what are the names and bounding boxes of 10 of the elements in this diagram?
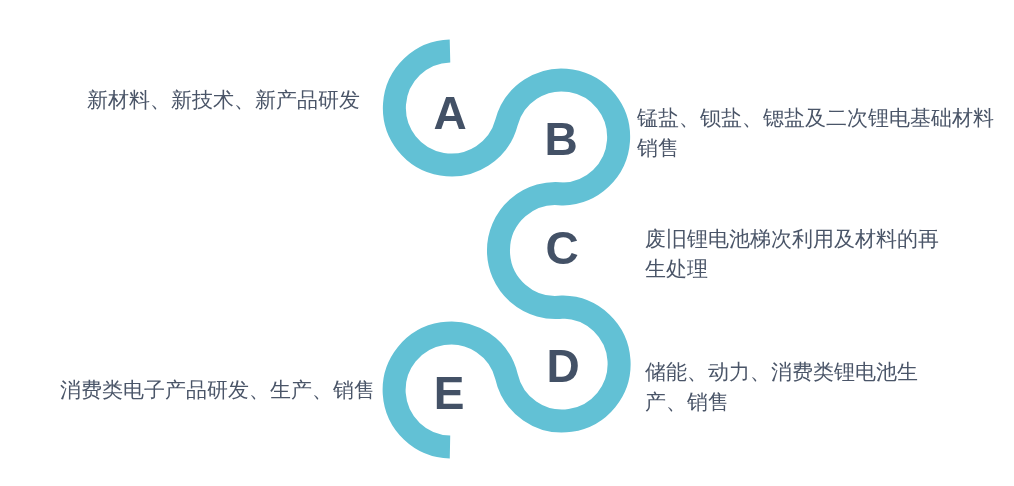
description-text: 锰盐、钡盐、锶盐及二次锂电基础材料销售 xyxy=(637,105,995,162)
step-letter: A xyxy=(432,86,468,141)
step-letter: B xyxy=(543,112,579,167)
description-text: 新材料、新技术、新产品研发 xyxy=(86,87,360,114)
description-text: 储能、动力、消费类锂电池生产、销售 xyxy=(645,359,919,416)
step-letter: C xyxy=(544,221,580,276)
step-letter: D xyxy=(545,339,581,394)
description-text: 消费类电子产品研发、生产、销售 xyxy=(59,377,375,404)
description-text: 废旧锂电池梯次利用及材料的再生处理 xyxy=(645,226,940,283)
step-letter: E xyxy=(432,366,466,421)
